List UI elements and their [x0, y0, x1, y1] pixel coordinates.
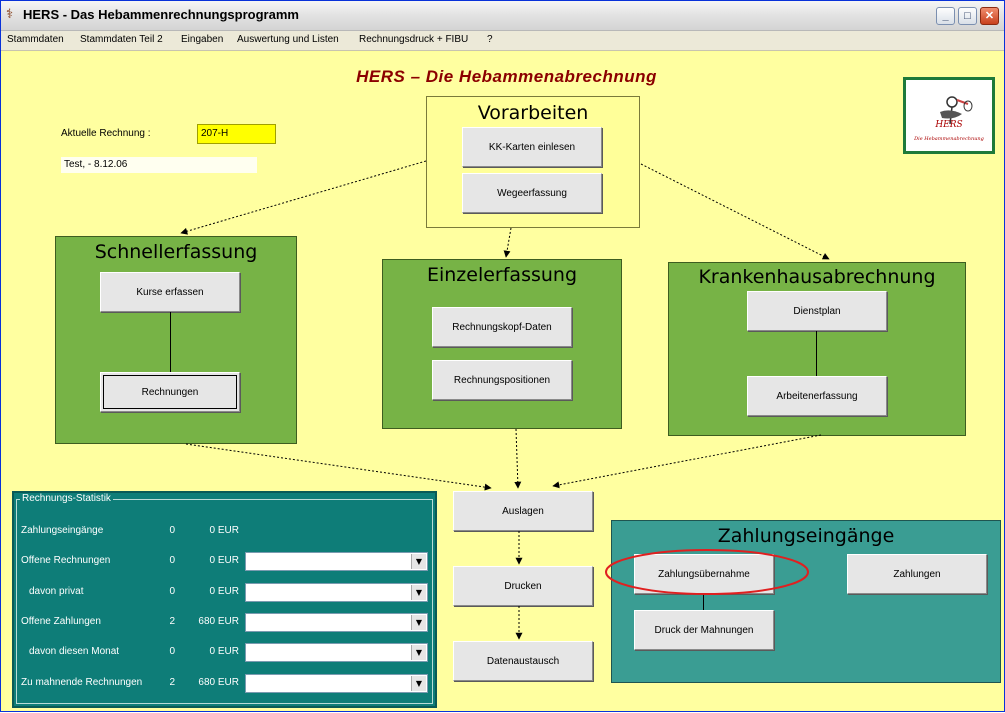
- menu-eingaben[interactable]: Eingaben: [181, 34, 224, 45]
- current-invoice-field[interactable]: 207-H: [197, 124, 276, 144]
- stork-icon: ⚕: [6, 7, 14, 22]
- stat-row-amount: 0 EUR: [209, 555, 239, 566]
- zahlungseingaenge-panel: Zahlungseingänge Zahlungsübernahme Zahlu…: [611, 520, 1001, 683]
- chevron-down-icon[interactable]: ▼: [411, 585, 426, 600]
- menu-bar: Stammdaten Stammdaten Teil 2 Eingaben Au…: [1, 31, 1004, 51]
- stat-row-count: 0: [169, 586, 175, 597]
- logo-subtitle: Die Hebammenabrechnung: [914, 136, 984, 142]
- krankenhaus-panel: Krankenhausabrechnung Dienstplan Arbeite…: [668, 262, 966, 436]
- kk-karten-button[interactable]: KK-Karten einlesen: [462, 127, 602, 167]
- stat-row-combo[interactable]: ▼: [245, 552, 428, 571]
- stat-row-label: davon diesen Monat: [29, 646, 120, 657]
- chevron-down-icon[interactable]: ▼: [411, 676, 426, 691]
- stat-row-combo[interactable]: ▼: [245, 583, 428, 602]
- connector-line: [170, 312, 171, 372]
- rechnungen-button[interactable]: Rechnungen: [100, 372, 240, 412]
- kurse-erfassen-button[interactable]: Kurse erfassen: [100, 272, 240, 312]
- auslagen-button[interactable]: Auslagen: [453, 491, 593, 531]
- rechnungskopf-button[interactable]: Rechnungskopf-Daten: [432, 307, 572, 347]
- stat-row-amount: 0 EUR: [209, 586, 239, 597]
- chevron-down-icon[interactable]: ▼: [411, 645, 426, 660]
- statistik-frame: [16, 499, 433, 704]
- stat-row-label: Zu mahnende Rechnungen: [21, 677, 143, 688]
- minimize-button[interactable]: _: [936, 7, 955, 25]
- wegeerfassung-button[interactable]: Wegeerfassung: [462, 173, 602, 213]
- main-form: HERS – Die Hebammenabrechnung HERS Die H…: [5, 52, 1001, 710]
- stat-row-label: Zahlungseingänge: [21, 525, 104, 536]
- stat-row-count: 2: [169, 616, 175, 627]
- stat-row-count: 0: [169, 555, 175, 566]
- window-title: HERS - Das Hebammenrechnungsprogramm: [23, 7, 299, 22]
- menu-stammdaten[interactable]: Stammdaten: [7, 34, 64, 45]
- einzelerfassung-panel: Einzelerfassung Rechnungskopf-Daten Rech…: [382, 259, 622, 429]
- current-invoice-label: Aktuelle Rechnung :: [61, 128, 151, 139]
- menu-help[interactable]: ?: [487, 34, 493, 45]
- zahlungen-button[interactable]: Zahlungen: [847, 554, 987, 594]
- stat-row-combo[interactable]: ▼: [245, 643, 428, 662]
- stat-row-combo[interactable]: ▼: [245, 613, 428, 632]
- vorarbeiten-panel: Vorarbeiten KK-Karten einlesen Wegeerfas…: [426, 96, 640, 228]
- stat-row-label: Offene Rechnungen: [21, 555, 111, 566]
- menu-stammdaten-teil2[interactable]: Stammdaten Teil 2: [80, 34, 163, 45]
- arbeitenerfassung-button[interactable]: Arbeitenerfassung: [747, 376, 887, 416]
- druck-mahnungen-button[interactable]: Druck der Mahnungen: [634, 610, 774, 650]
- dienstplan-button[interactable]: Dienstplan: [747, 291, 887, 331]
- maximize-button[interactable]: □: [958, 7, 977, 25]
- einzelerfassung-title: Einzelerfassung: [426, 264, 578, 286]
- close-button[interactable]: ✕: [980, 7, 999, 25]
- menu-auswertung[interactable]: Auswertung und Listen: [237, 34, 339, 45]
- rechnungspositionen-button[interactable]: Rechnungspositionen: [432, 360, 572, 400]
- stork-logo-icon: [940, 96, 973, 125]
- vorarbeiten-title: Vorarbeiten: [477, 102, 589, 124]
- drucken-button[interactable]: Drucken: [453, 566, 593, 606]
- statistik-title: Rechnungs-Statistik: [20, 493, 113, 504]
- chevron-down-icon[interactable]: ▼: [411, 554, 426, 569]
- datenaustausch-button[interactable]: Datenaustausch: [453, 641, 593, 681]
- stat-row-count: 0: [169, 646, 175, 657]
- connector-line: [703, 594, 704, 610]
- logo-text: HERS: [935, 120, 963, 130]
- stat-row-count: 0: [169, 525, 175, 536]
- zahlungsuebernahme-button[interactable]: Zahlungsübernahme: [634, 554, 774, 594]
- logo: HERS Die Hebammenabrechnung: [903, 77, 995, 154]
- chevron-down-icon[interactable]: ▼: [411, 615, 426, 630]
- page-title: HERS – Die Hebammenabrechnung: [356, 67, 657, 86]
- stat-row-amount: 680 EUR: [198, 677, 239, 688]
- schnellerfassung-panel: Schnellerfassung Kurse erfassen Rechnung…: [55, 236, 297, 444]
- stat-row-count: 2: [169, 677, 175, 688]
- stat-row-amount: 0 EUR: [209, 646, 239, 657]
- stat-row-combo[interactable]: ▼: [245, 674, 428, 693]
- title-bar[interactable]: ⚕ HERS - Das Hebammenrechnungsprogramm _…: [1, 1, 1004, 31]
- stat-row-label: davon privat: [29, 586, 84, 597]
- schnellerfassung-title: Schnellerfassung: [94, 241, 258, 263]
- zahlungseingaenge-title: Zahlungseingänge: [717, 525, 895, 547]
- current-invoice-info: Test, - 8.12.06: [61, 157, 257, 173]
- stat-row-amount: 0 EUR: [209, 525, 239, 536]
- stat-row-amount: 680 EUR: [198, 616, 239, 627]
- menu-rechnungsdruck[interactable]: Rechnungsdruck + FIBU: [359, 34, 469, 45]
- krankenhaus-title: Krankenhausabrechnung: [698, 266, 936, 288]
- connector-line: [816, 331, 817, 376]
- stat-row-label: Offene Zahlungen: [21, 616, 101, 627]
